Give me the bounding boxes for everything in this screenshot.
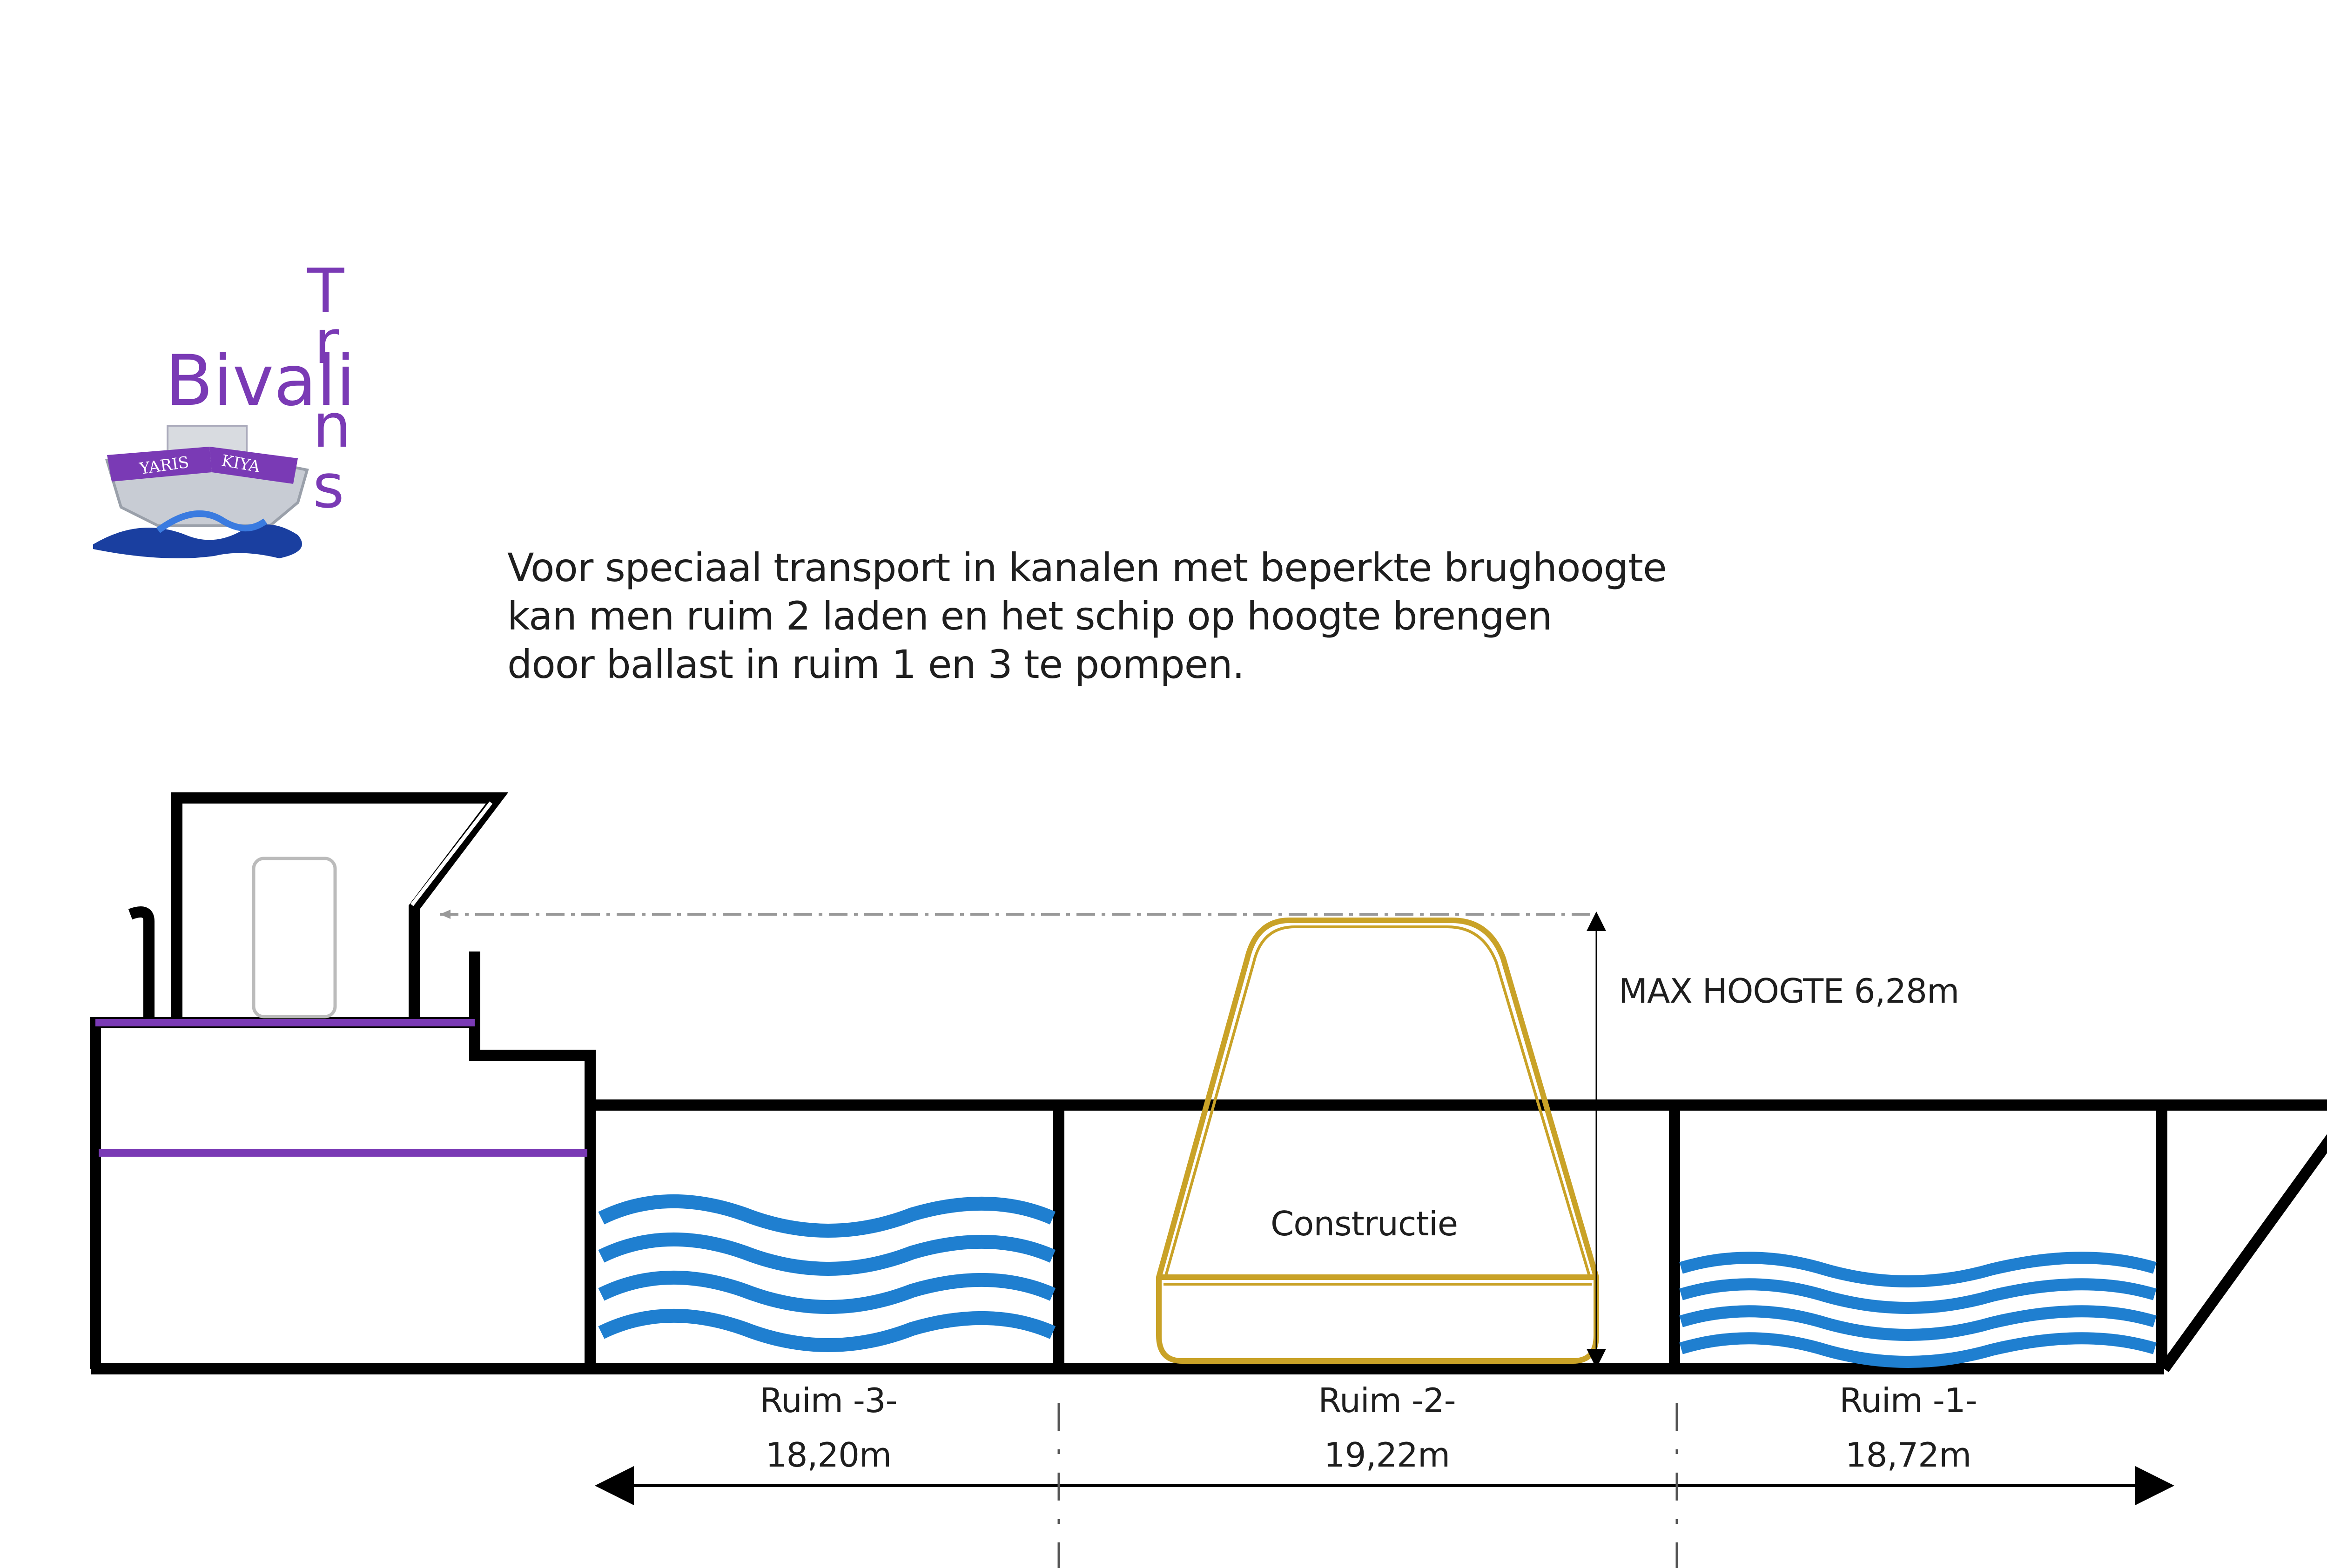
description-text: Voor speciaal transport in kanalen met b… [507,543,1667,689]
logo-trans-vertical: T r n s [307,255,351,522]
max-height-dimension [440,910,1606,1368]
hold-2-name: Ruim -2- [1318,1381,1456,1420]
ballast-water-hold-1 [1679,1252,2157,1368]
bow [2159,1099,2327,1373]
logo-ship-banner-right [209,447,298,484]
wheelhouse [171,792,509,1023]
svg-text:r: r [314,307,339,377]
ship-hull [90,792,2327,1374]
description-line-1: Voor speciaal transport in kanalen met b… [507,545,1667,590]
logo-ship-banner-left [107,447,212,482]
hold-3-length: 18,20m [765,1435,892,1474]
hold-1-name: Ruim -1- [1839,1381,1977,1420]
ballast-water-hold-3 [598,1194,1056,1352]
svg-text:T: T [307,255,344,326]
cargo-label: Constructie [1271,1204,1458,1243]
cargo-construction [1156,918,1599,1364]
wheelhouse-window [252,857,337,1019]
description-line-2: kan men ruim 2 laden en het schip op hoo… [507,593,1553,639]
logo-water-splash [93,524,302,558]
logo-brand-text: Bivali [165,341,356,422]
max-height-label: MAX HOOGTE 6,28m [1619,972,1959,1011]
hold-length-dimension [595,1403,2174,1568]
exhaust-pipe [128,906,155,1023]
hold-2-length: 19,22m [1324,1435,1450,1474]
hold-1-length: 18,72m [1845,1435,1971,1474]
description-line-3: door ballast in ruim 1 en 3 te pompen. [507,642,1244,687]
svg-text:n: n [313,390,351,461]
logo-water-wave [156,510,268,533]
bivali-trans-logo: YARIS KIYA Bivali T r n s [93,255,356,558]
svg-text:s: s [313,451,344,522]
stern-block [90,1017,596,1369]
hold-3-name: Ruim -3- [760,1381,897,1420]
